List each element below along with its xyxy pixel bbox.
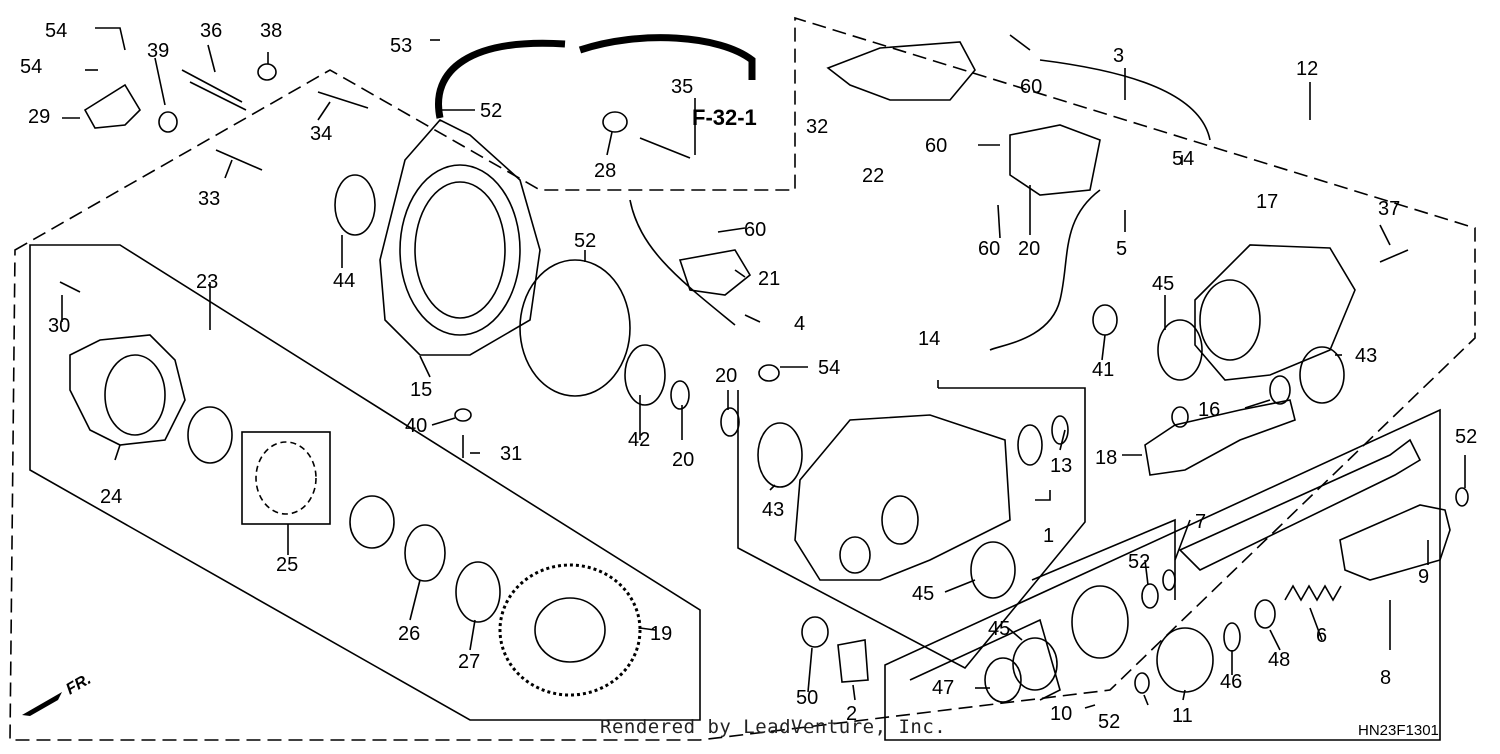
callout-35: 34 bbox=[310, 123, 332, 145]
callout-43-b: 43 bbox=[762, 499, 784, 521]
callout-6: 6 bbox=[1316, 625, 1327, 647]
callout-34: 33 bbox=[198, 188, 220, 210]
callout-52-b: 52 bbox=[1098, 711, 1120, 733]
callout-4: 4 bbox=[794, 313, 805, 335]
callout-45-a: 44 bbox=[333, 270, 355, 292]
ring-gear-19 bbox=[498, 563, 642, 697]
callout-20-a: 20 bbox=[715, 365, 737, 387]
callout-8: 8 bbox=[1380, 667, 1391, 689]
callout-39: 38 bbox=[260, 20, 282, 42]
callout-17: 17 bbox=[1256, 191, 1278, 213]
callout-24: 23 bbox=[196, 271, 218, 293]
callout-38: 37 bbox=[1378, 198, 1400, 220]
callout-59: 54 bbox=[20, 56, 42, 78]
callout-58: 54 bbox=[45, 20, 67, 42]
callout-45-b: 45 bbox=[912, 583, 934, 605]
group-14-outline bbox=[737, 387, 1086, 670]
callout-33: 32 bbox=[806, 116, 828, 138]
callout-44: 43 bbox=[1355, 345, 1377, 367]
callout-15: 15 bbox=[410, 379, 432, 401]
reference-tag: F-32-1 bbox=[692, 105, 757, 130]
callout-53: 52 bbox=[1455, 426, 1477, 448]
callout-14: 14 bbox=[918, 328, 940, 350]
carrier-25 bbox=[69, 334, 186, 446]
group-26-box bbox=[241, 431, 331, 525]
bearing-43-a bbox=[624, 344, 666, 406]
callout-47: 45 bbox=[1152, 273, 1174, 295]
callout-54-b: 54 bbox=[1172, 148, 1194, 170]
callout-56: 52 bbox=[480, 100, 502, 122]
group-25-outline bbox=[29, 244, 701, 721]
callout-23: 22 bbox=[862, 165, 884, 187]
joint-10 bbox=[1071, 585, 1129, 659]
callout-5: 5 bbox=[1116, 238, 1127, 260]
boot-9 bbox=[1339, 504, 1451, 581]
callout-55: 52 bbox=[574, 230, 596, 252]
bearing-43-b bbox=[757, 422, 803, 488]
callout-60-d: 60 bbox=[978, 238, 1000, 260]
group-46-outline bbox=[909, 618, 1061, 701]
callout-11: 11 bbox=[1172, 705, 1193, 727]
callout-26: 25 bbox=[276, 554, 298, 576]
callout-20-b: 20 bbox=[672, 449, 694, 471]
callout-37: 36 bbox=[200, 20, 222, 42]
callout-51: 50 bbox=[796, 687, 818, 709]
shaft-7 bbox=[1178, 438, 1422, 571]
callout-2: 2 bbox=[846, 703, 857, 725]
callout-57: 53 bbox=[390, 35, 412, 57]
callout-52-a: 52 bbox=[1128, 551, 1150, 573]
callout-41: 40 bbox=[405, 415, 427, 437]
callout-40: 39 bbox=[147, 40, 169, 62]
diagram-code: HN23F1301 bbox=[1358, 722, 1439, 739]
callout-13: 13 bbox=[1050, 455, 1072, 477]
callout-42: 41 bbox=[1092, 359, 1114, 381]
group-8-outline bbox=[884, 408, 1441, 741]
callout-22: 21 bbox=[758, 268, 780, 290]
group-10-outline bbox=[1031, 518, 1176, 600]
callout-10: 10 bbox=[1050, 703, 1072, 725]
front-arrow-icon bbox=[22, 692, 62, 716]
pinion-18 bbox=[1144, 399, 1296, 476]
o-ring-55 bbox=[519, 259, 631, 397]
callout-46: 45 bbox=[988, 618, 1010, 640]
callout-9: 9 bbox=[1418, 566, 1429, 588]
callout-19: 19 bbox=[650, 623, 672, 645]
credit-text: Rendered by LeadVenture, Inc. bbox=[600, 716, 947, 738]
callout-54-a: 54 bbox=[818, 357, 840, 379]
callout-27: 26 bbox=[398, 623, 420, 645]
callout-30: 29 bbox=[28, 106, 50, 128]
callout-3: 3 bbox=[1113, 45, 1124, 67]
callout-25: 24 bbox=[100, 486, 122, 508]
callout-50: 48 bbox=[1268, 649, 1290, 671]
callout-12: 12 bbox=[1296, 58, 1318, 80]
callout-60-c: 60 bbox=[925, 135, 947, 157]
callout-28: 27 bbox=[458, 651, 480, 673]
joint-11 bbox=[1156, 627, 1214, 693]
callout-7: 7 bbox=[1195, 511, 1206, 533]
group-24-outline bbox=[9, 16, 1476, 741]
callout-43-a: 42 bbox=[628, 429, 650, 451]
callout-60-a: 60 bbox=[744, 219, 766, 241]
gear-case-14 bbox=[794, 414, 1011, 581]
callout-1: 1 bbox=[1043, 525, 1054, 547]
callout-18: 18 bbox=[1095, 447, 1117, 469]
callout-16: 16 bbox=[1198, 399, 1220, 421]
housing-15 bbox=[379, 119, 541, 356]
callout-21: 20 bbox=[1018, 238, 1040, 260]
hose-57 bbox=[435, 39, 566, 119]
callout-32: 31 bbox=[500, 443, 522, 465]
callout-60-b: 60 bbox=[1020, 76, 1042, 98]
callout-49: 47 bbox=[932, 677, 954, 699]
callout-29: 28 bbox=[594, 160, 616, 182]
spring-6 bbox=[1284, 584, 1342, 602]
callout-48: 46 bbox=[1220, 671, 1242, 693]
callout-36: 35 bbox=[671, 76, 693, 98]
callout-31: 30 bbox=[48, 315, 70, 337]
housing-17 bbox=[1194, 244, 1356, 381]
